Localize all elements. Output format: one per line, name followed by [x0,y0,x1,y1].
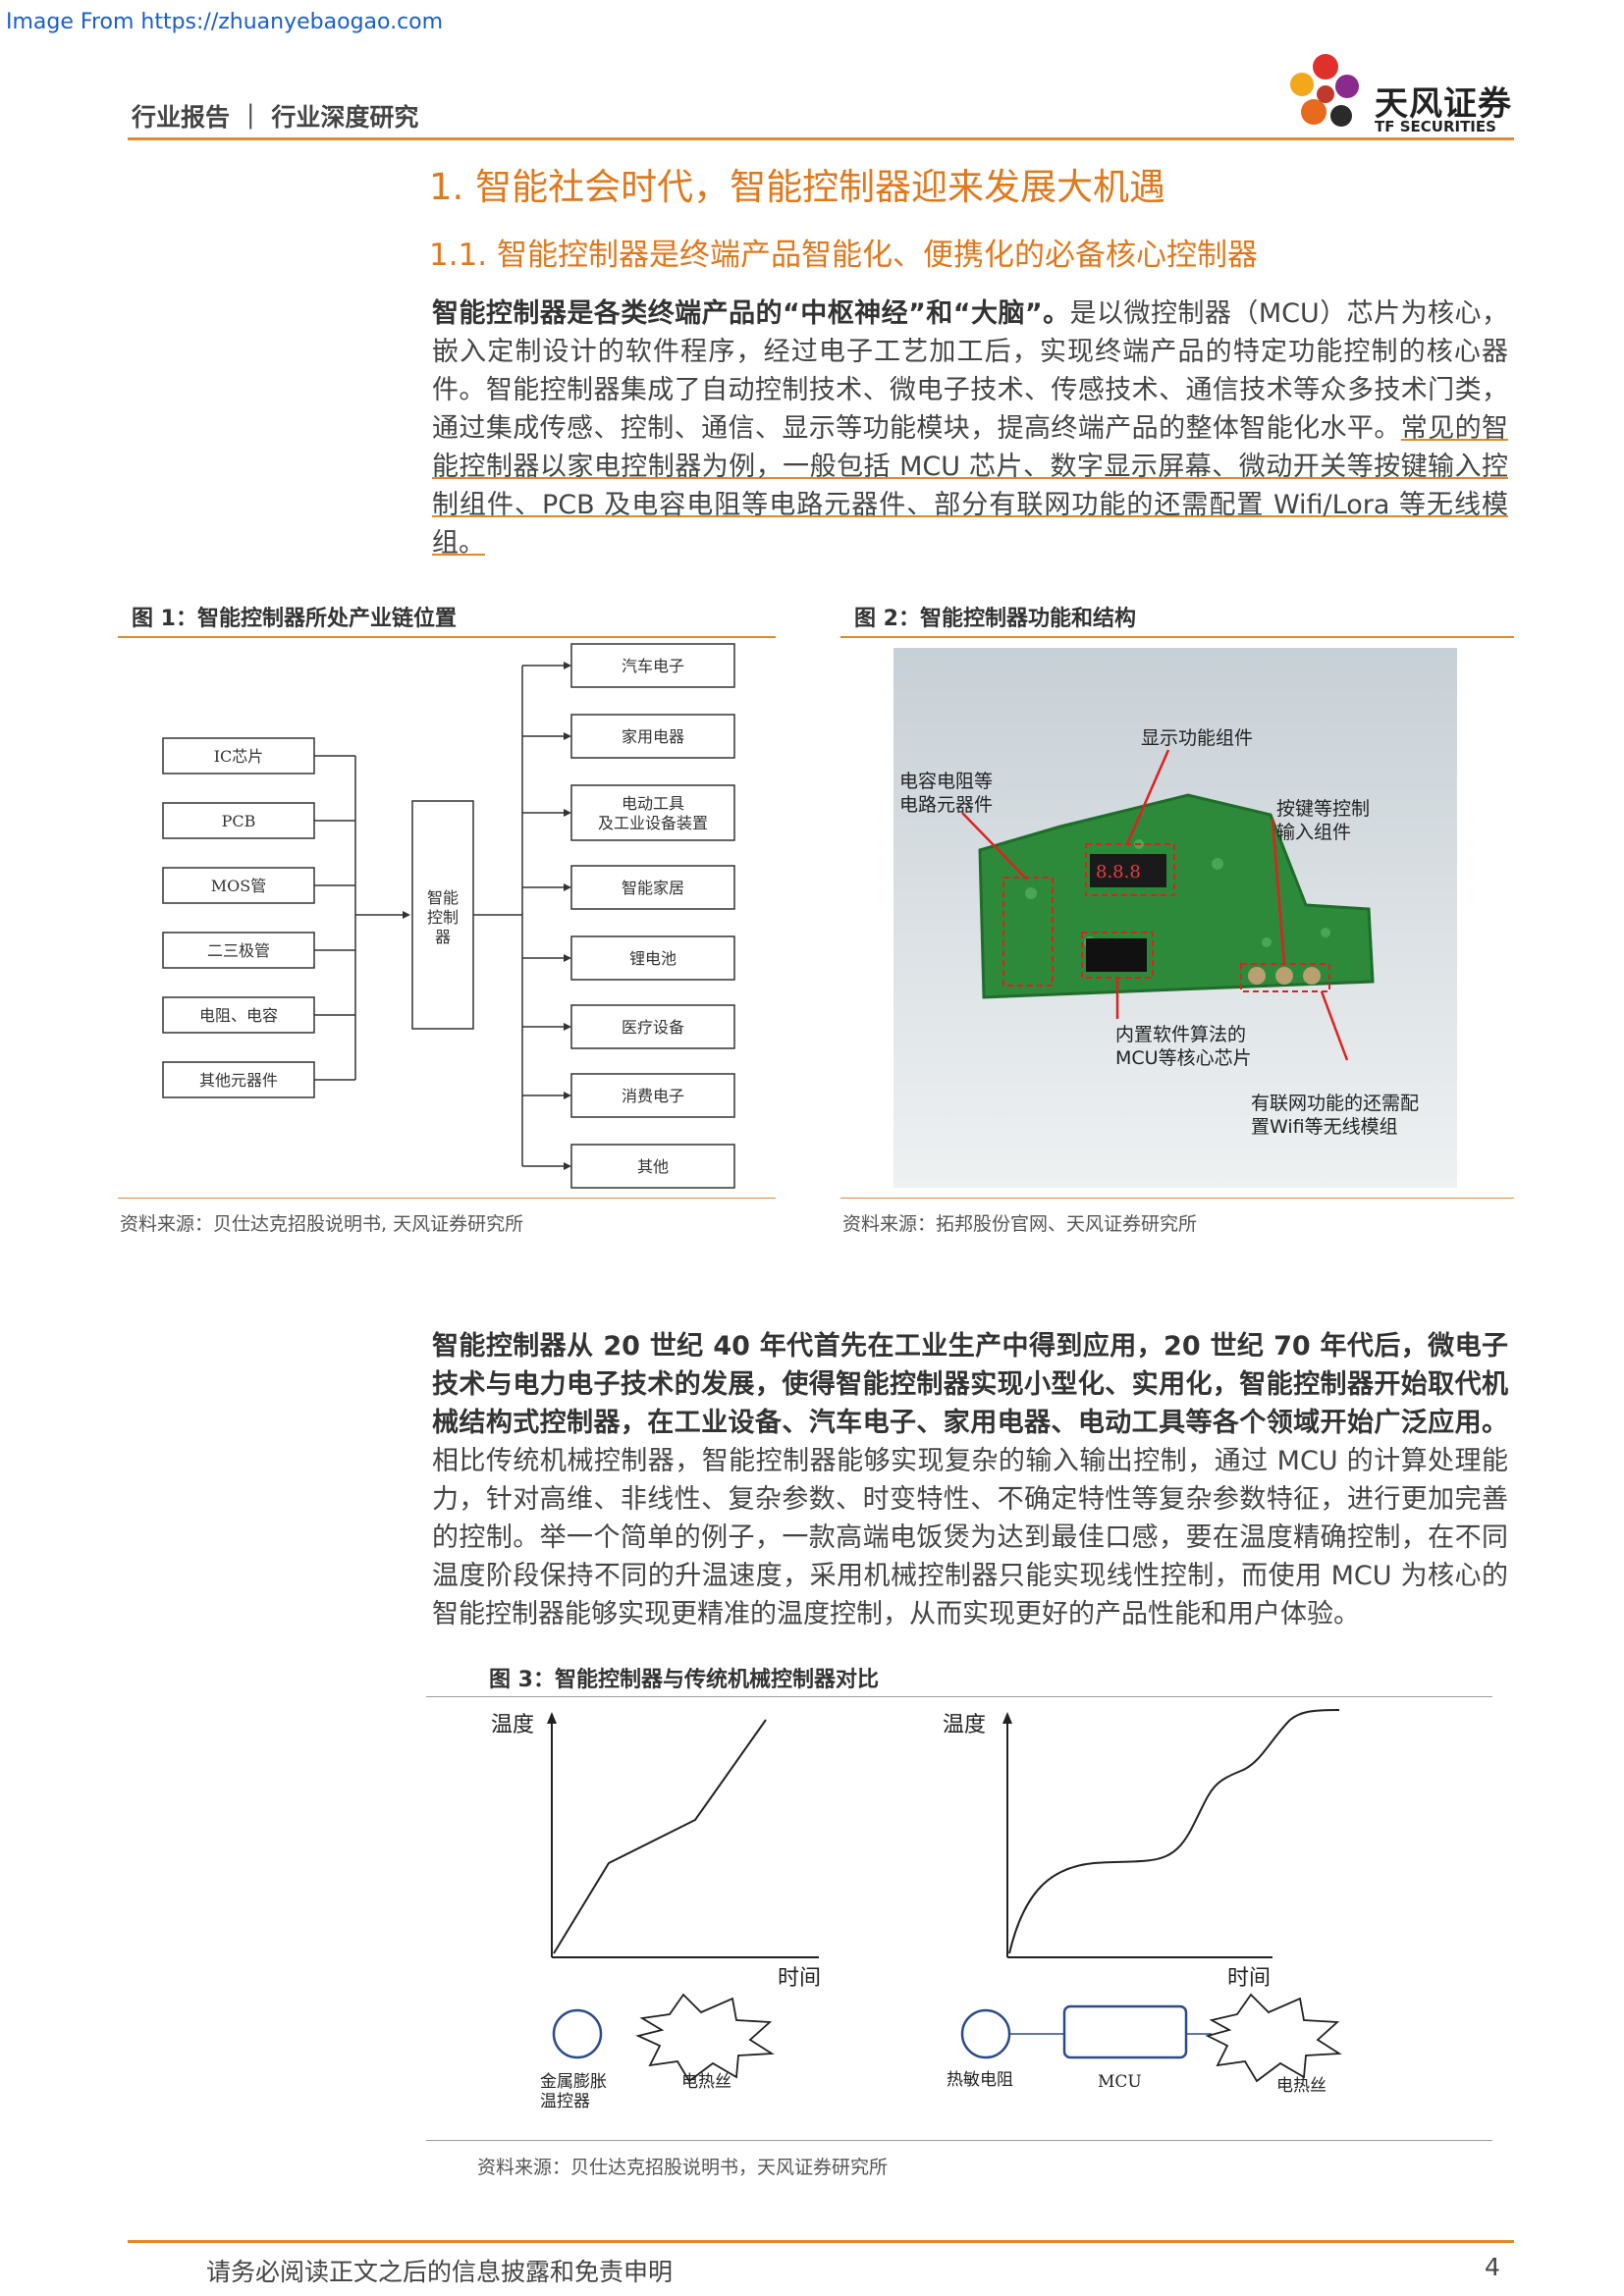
right-sensor-label: 热敏电阻 [947,2070,1013,2090]
logo-icon [1290,54,1359,127]
figure-1-bottom-rule [118,1198,776,1199]
input-label: IC芯片 [214,747,264,766]
input-label: 电阻、电容 [199,1006,278,1025]
heater-icon [1205,1993,1342,2083]
label-display: 显示功能组件 [1141,727,1253,749]
figure-3-diagram: 温度 温度 时间 时间 金属膨胀 温控器 电热丝 热敏电阻 MCU 电热丝 [491,1709,1342,2111]
mcu-chip [1086,938,1147,972]
label-keys: 输入组件 [1276,822,1351,843]
paragraph-1: 智能控制器是各类终端产品的“中枢神经”和“大脑”。是以微控制器（MCU）芯片为核… [432,294,1508,562]
center-label: 器 [435,928,451,946]
figure-2-pcb-image: 8.8.8 显示功能组件 电容电阻等 电路元器件 按键等控制 输入组件 内置软件… [893,648,1457,1188]
label-resistor: 电容电阻等 [899,771,993,792]
mcu-box [1062,2004,1188,2059]
output-label: 锂电池 [629,949,677,968]
footer-divider [128,2240,1514,2243]
figure-3-title: 图 3：智能控制器与传统机械控制器对比 [489,1668,879,1692]
left-sensor-label: 温控器 [540,2092,590,2111]
y-axis-label: 温度 [491,1713,534,1737]
center-label: 智能 [427,888,459,907]
output-label: 家用电器 [622,727,684,746]
page-number: 4 [1485,2253,1500,2281]
label-keys: 按键等控制 [1276,798,1370,820]
figure-2-source: 资料来源：拓邦股份官网、天风证券研究所 [842,1213,1198,1235]
x-axis-label: 时间 [778,1966,821,1991]
input-label: 其他元器件 [199,1071,278,1090]
footer-disclaimer: 请务必阅读正文之后的信息披露和免责申明 [206,2258,674,2286]
paragraph-1-lead: 智能控制器是各类终端产品的“中枢神经”和“大脑”。 [432,298,1070,329]
output-label: 及工业设备装置 [598,814,708,832]
svg-text:8.8.8: 8.8.8 [1096,862,1141,882]
y-axis-label: 温度 [943,1713,986,1737]
figure-2-bottom-rule [840,1198,1514,1199]
header-title: 行业报告 ｜ 行业深度研究 [132,103,419,132]
figure-3-source: 资料来源：贝仕达克招股说明书，天风证券研究所 [477,2157,889,2178]
figure-1-diagram: IC芯片 PCB MOS管 二三极管 电阻、电容 其他元器件 智能 控制 器 汽… [162,643,735,1189]
display-highlight [1085,843,1175,896]
output-label: 电动工具 [622,794,684,813]
label-wifi: 有联网功能的还需配 [1251,1093,1419,1114]
figure-2-top-rule [840,636,1514,638]
subsection-heading: 1.1. 智能控制器是终端产品智能化、便携化的必备核心控制器 [429,238,1259,273]
figure-3-top-rule [426,1696,1492,1697]
label-wifi: 置Wifi等无线模组 [1251,1116,1398,1138]
output-label: 医疗设备 [622,1018,684,1037]
figure-1-source: 资料来源：贝仕达克招股说明书, 天风证券研究所 [120,1213,524,1235]
figure-3-bottom-rule [426,2140,1492,2141]
resistor-highlight [1002,877,1054,987]
watermark-link[interactable]: Image From https://zhuanyebaogao.com [6,10,444,34]
mechanical-curve [553,1719,767,1954]
paragraph-2-lead: 智能控制器从 20 世纪 40 年代首先在工业生产中得到应用，20 世纪 70 … [432,1331,1508,1438]
heater-icon [635,1993,775,2083]
figure-1-title: 图 1：智能控制器所处产业链位置 [132,607,457,631]
input-label: 二三极管 [207,941,270,960]
paragraph-1-text: 是以微控制器（MCU）芯片为核心，嵌入定制设计的软件程序，经过电子工艺加工后，实… [432,298,1508,444]
left-heater-label: 电热丝 [681,2072,731,2092]
figure-1-top-rule [118,636,776,638]
left-sensor-label: 金属膨胀 [540,2072,607,2092]
mcu-label: MCU [1098,2072,1142,2092]
logo-name: 天风证券 [1375,84,1512,124]
x-axis-label: 时间 [1227,1966,1271,1991]
paragraph-2-text: 相比传统机械控制器，智能控制器能够实现复杂的输入输出控制，通过 MCU 的计算处… [432,1446,1508,1629]
label-mcu: MCU等核心芯片 [1115,1047,1252,1069]
paragraph-1-underlined: 常见的智能控制器以家电控制器为例，一般包括 MCU 芯片、数字显示屏幕、微动开关… [432,413,1509,559]
input-label: PCB [222,812,256,830]
input-label: MOS管 [211,877,266,895]
center-label: 控制 [427,908,459,927]
thermostat-icon [552,2008,603,2059]
figure-2-title: 图 2：智能控制器功能和结构 [854,607,1136,631]
right-heater-label: 电热丝 [1276,2076,1326,2096]
section-heading: 1. 智能社会时代，智能控制器迎来发展大机遇 [429,166,1166,208]
paragraph-2: 智能控制器从 20 世纪 40 年代首先在工业生产中得到应用，20 世纪 70 … [432,1327,1508,1633]
smart-curve [1008,1709,1340,1954]
header-divider [128,137,1514,140]
keys-highlight [1240,963,1330,992]
output-label: 其他 [637,1157,669,1176]
label-mcu: 内置软件算法的 [1115,1024,1246,1045]
output-label: 汽车电子 [622,657,684,675]
thermistor-icon [960,2008,1011,2059]
output-label: 智能家居 [622,879,684,897]
label-resistor: 电路元器件 [899,794,993,816]
logo-sub: TF SECURITIES [1375,118,1496,135]
output-label: 消费电子 [622,1087,684,1105]
